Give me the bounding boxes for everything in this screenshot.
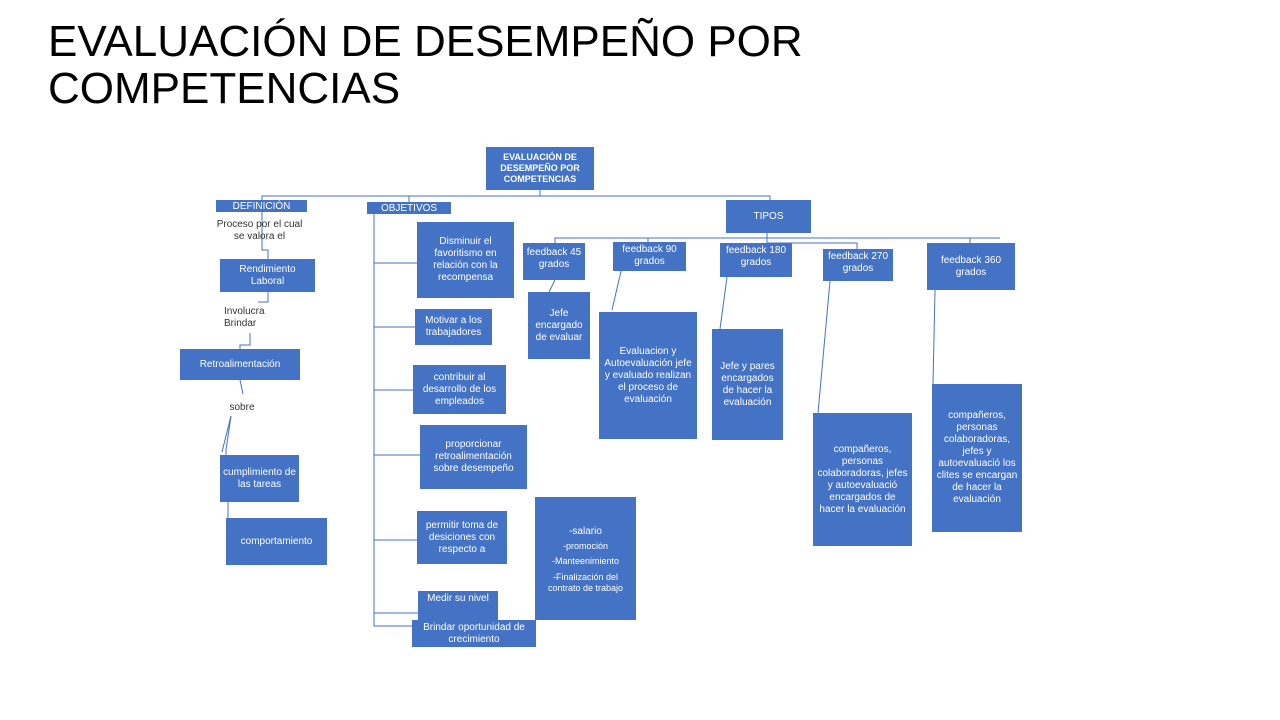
objetivo-favoritismo: Disminuir el favoritismo en relación con… — [417, 222, 514, 298]
objetivo-motivar: Motivar a los trabajadores — [415, 309, 492, 345]
feedback-45-node: feedback 45 grados — [523, 243, 585, 280]
connector-90 — [611, 270, 622, 311]
feedback-180-desc: Jefe y pares encargados de hacer la eval… — [712, 329, 783, 440]
connector-45 — [548, 279, 556, 293]
retro-node: Retroalimentación — [180, 349, 300, 380]
decision-item: -Finalización del contrato de trabajo — [547, 571, 624, 593]
objetivo-crecimiento: Brindar oportunidad de crecimiento — [412, 620, 536, 647]
decisiones-list: -salario -promoción -Manteenimiento -Fin… — [535, 497, 636, 620]
connector-definicion — [261, 212, 269, 259]
connector-retro — [239, 379, 244, 395]
comportamiento-node: comportamiento — [226, 518, 327, 565]
objetivo-medir: Medir su nivel — [418, 591, 498, 621]
connector-involucra — [239, 333, 251, 349]
objetivo-desarrollo: contribuir al desarrollo de los empleado… — [413, 365, 506, 414]
connector-sobre-2 — [221, 415, 232, 453]
definicion-proceso-text: Proceso por el cual se valora el — [216, 219, 303, 242]
connector-objetivos-bracket — [373, 214, 412, 627]
connector-sobre — [225, 415, 232, 455]
page-title: EVALUACIÓN DE DESEMPEÑO POR COMPETENCIAS — [48, 17, 803, 113]
decision-item: -promoción — [562, 540, 609, 551]
feedback-360-node: feedback 360 grados — [927, 243, 1015, 290]
tipos-header: TIPOS — [726, 200, 811, 233]
feedback-45-desc: Jefe encargado de evaluar — [528, 292, 590, 359]
connector-360 — [932, 289, 936, 385]
decision-item: -Manteenimiento — [551, 555, 620, 566]
feedback-90-desc: Evaluacion y Autoevaluación jefe y evalu… — [599, 312, 697, 439]
objetivos-header: OBJETIVOS — [367, 202, 451, 214]
feedback-270-node: feedback 270 grados — [823, 249, 893, 281]
root-node: EVALUACIÓN DE DESEMPEÑO POR COMPETENCIAS — [486, 147, 594, 190]
definicion-header: DEFINICIÓN — [216, 200, 307, 212]
connector-rendimiento — [258, 292, 269, 303]
connector-tipos-270 — [767, 242, 858, 249]
feedback-360-desc: compañeros, personas colaboradoras, jefe… — [932, 384, 1022, 532]
feedback-180-node: feedback 180 grados — [720, 243, 792, 277]
involucra-text: Involucra Brindar — [224, 306, 265, 329]
connector-tipos-bar — [554, 233, 768, 243]
feedback-270-desc: compañeros, personas colaboradoras, jefe… — [813, 413, 912, 546]
cumplimiento-node: cumplimiento de las tareas — [220, 455, 299, 502]
decision-item: -salario — [569, 525, 602, 537]
objetivo-retroalimentacion: proporcionar retroalimentación sobre des… — [420, 425, 527, 489]
connector-root-tipos — [540, 195, 771, 200]
feedback-90-node: feedback 90 grados — [613, 242, 686, 271]
sobre-text: sobre — [229, 402, 255, 413]
connector-180 — [719, 276, 728, 330]
rendimiento-node: Rendimiento Laboral — [220, 259, 315, 292]
connector-270 — [817, 280, 831, 414]
connector-root-branches — [261, 190, 541, 201]
objetivo-decisiones: permitir toma de desiciones con respecto… — [417, 511, 507, 564]
